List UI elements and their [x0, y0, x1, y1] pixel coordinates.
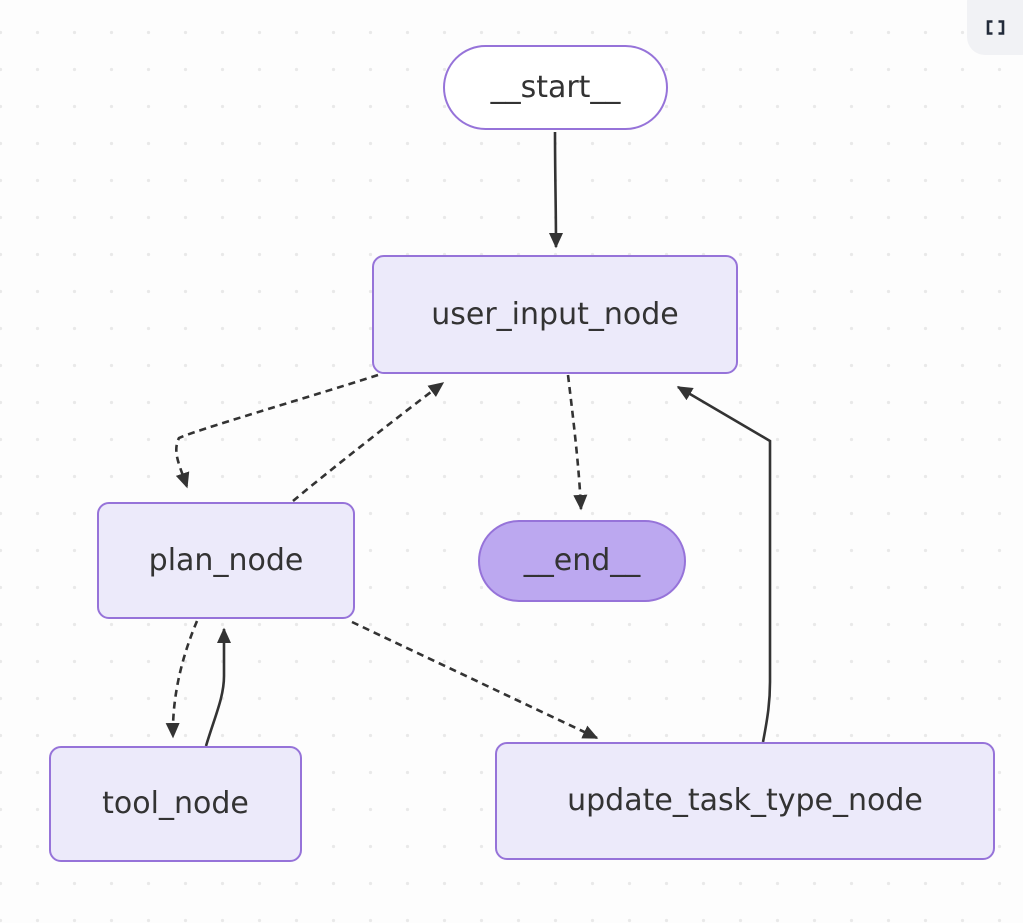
node-update-task-type[interactable]: update_task_type_node	[495, 742, 995, 860]
node-tool-label: tool_node	[102, 786, 249, 821]
edge-tool-to-plan	[204, 627, 232, 747]
edge-start-to-user-input	[548, 131, 564, 249]
node-user-input[interactable]: user_input_node	[372, 255, 738, 374]
node-update-task-type-label: update_task_type_node	[567, 783, 923, 818]
edge-user-input-to-plan	[175, 373, 379, 489]
edge-plan-to-user-input	[292, 381, 445, 502]
node-tool[interactable]: tool_node	[49, 746, 302, 862]
node-end-label: __end__	[523, 543, 641, 578]
edge-plan-to-tool	[165, 620, 199, 739]
node-start[interactable]: __start__	[443, 45, 668, 130]
edge-update-task-type-to-user-input	[676, 385, 772, 743]
node-user-input-label: user_input_node	[431, 296, 679, 332]
fullscreen-button[interactable]	[967, 0, 1023, 55]
node-start-label: __start__	[490, 69, 621, 105]
fullscreen-expand-icon	[986, 20, 1005, 35]
edge-plan-to-update-task-type	[351, 620, 599, 740]
node-end[interactable]: __end__	[478, 520, 686, 602]
edge-user-input-to-end	[566, 374, 588, 511]
node-plan[interactable]: plan_node	[97, 502, 355, 619]
node-plan-label: plan_node	[148, 542, 304, 578]
